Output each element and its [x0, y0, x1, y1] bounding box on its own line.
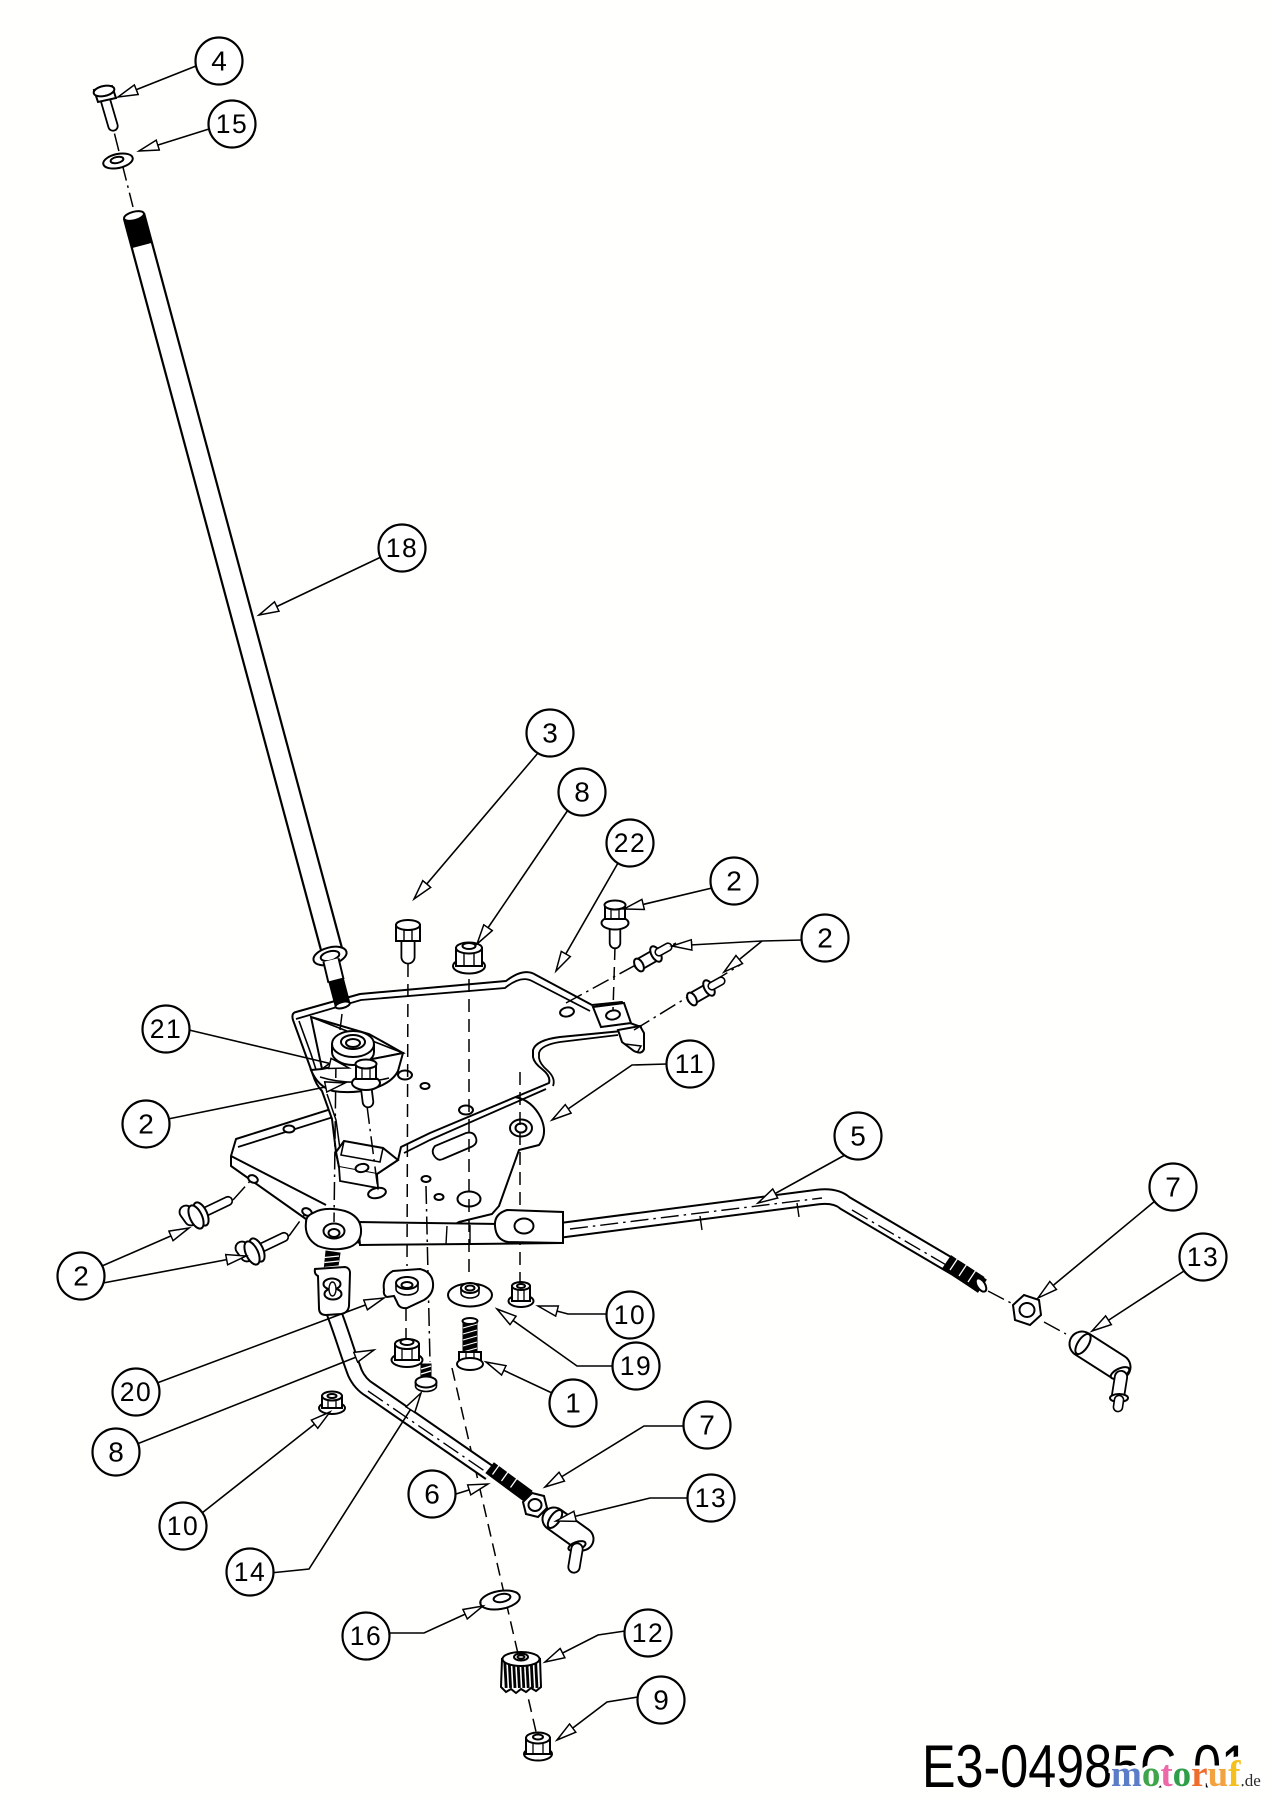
svg-text:1: 1 — [565, 1388, 581, 1419]
svg-text:7: 7 — [699, 1410, 715, 1441]
svg-text:2: 2 — [726, 866, 742, 897]
svg-text:3: 3 — [542, 718, 558, 749]
svg-text:9: 9 — [653, 1685, 669, 1716]
svg-text:14: 14 — [234, 1557, 266, 1587]
svg-text:6: 6 — [424, 1479, 440, 1510]
svg-text:2: 2 — [138, 1109, 154, 1140]
svg-text:5: 5 — [850, 1121, 866, 1152]
svg-text:12: 12 — [632, 1618, 664, 1648]
svg-text:4: 4 — [211, 46, 227, 77]
svg-text:18: 18 — [386, 533, 418, 563]
svg-text:20: 20 — [120, 1377, 152, 1407]
svg-text:13: 13 — [1187, 1242, 1219, 1272]
svg-text:8: 8 — [574, 777, 590, 808]
svg-text:11: 11 — [675, 1049, 706, 1079]
svg-text:15: 15 — [216, 109, 248, 139]
svg-text:19: 19 — [620, 1351, 652, 1381]
svg-text:2: 2 — [73, 1261, 89, 1292]
svg-text:8: 8 — [108, 1437, 124, 1468]
svg-text:motoruf.de: motoruf.de — [1111, 1754, 1261, 1795]
svg-text:21: 21 — [150, 1014, 182, 1044]
svg-text:motoruf.de: motoruf.de — [1111, 1754, 1261, 1795]
svg-text:22: 22 — [614, 828, 646, 858]
svg-text:10: 10 — [614, 1300, 646, 1330]
svg-text:13: 13 — [695, 1483, 727, 1513]
svg-text:16: 16 — [350, 1621, 382, 1651]
svg-text:2: 2 — [817, 923, 833, 954]
svg-text:10: 10 — [167, 1511, 199, 1541]
svg-text:E3-04985C-01: E3-04985C-01 — [922, 1733, 1249, 1800]
svg-text:7: 7 — [1165, 1172, 1181, 1203]
